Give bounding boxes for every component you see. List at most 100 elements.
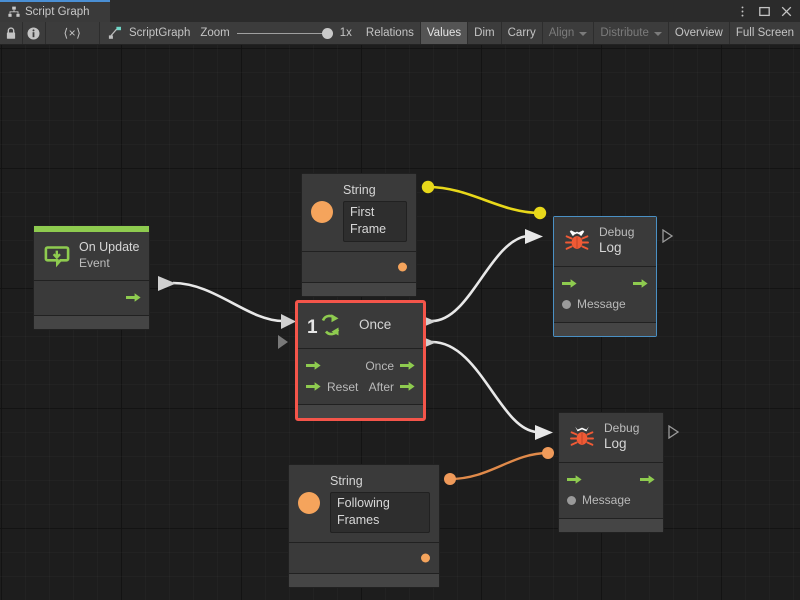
svg-text:1: 1 (307, 317, 318, 338)
graph-canvas[interactable]: On Update Event (0, 45, 800, 600)
port-row-flow[interactable] (554, 273, 656, 294)
port-row-flow[interactable] (559, 469, 663, 490)
node-on-update[interactable]: On Update Event (33, 225, 150, 330)
value-out-port[interactable] (398, 262, 407, 272)
edge-arrow-once-in (281, 314, 296, 329)
align-label: Align (548, 27, 575, 39)
window-tab-bar: Script Graph (0, 0, 800, 22)
node-debug-log-bottom[interactable]: Debug Log (558, 412, 664, 533)
node-title: On Update (79, 240, 140, 254)
port-row-enter-once[interactable]: Once (298, 355, 423, 376)
graph-name-field[interactable]: ScriptGraph (100, 22, 200, 44)
node-header: String First Frame (302, 174, 416, 252)
port-marker-debug-bottom-flow-out[interactable] (668, 425, 679, 439)
node-header: 1 Once (298, 303, 423, 349)
values-button[interactable]: Values (420, 22, 469, 44)
value-out-port[interactable] (421, 553, 430, 563)
once-loop-icon: 1 (307, 311, 351, 339)
node-header: On Update Event (34, 232, 149, 281)
port-row-trigger-out[interactable] (34, 287, 149, 308)
lock-icon (6, 26, 16, 39)
angle-brackets-icon: ⟨×⟩ (63, 26, 82, 40)
more-options-icon[interactable] (736, 5, 749, 18)
message-in-port[interactable] (567, 495, 576, 505)
align-dropdown[interactable]: Align (543, 22, 595, 44)
flow-out-arrow-icon[interactable] (400, 360, 415, 371)
carry-button[interactable]: Carry (502, 22, 543, 44)
info-icon (27, 27, 40, 39)
node-title-block: Debug Log (599, 225, 634, 257)
graph-hierarchy-icon (8, 6, 20, 17)
flow-out-arrow-icon[interactable] (633, 278, 648, 289)
node-once[interactable]: 1 Once (295, 300, 426, 421)
overview-button[interactable]: Overview (669, 22, 730, 44)
relations-button[interactable]: Relations (360, 22, 421, 44)
script-code-button[interactable]: ⟨×⟩ (46, 22, 100, 44)
node-footer (302, 282, 416, 296)
flow-in-arrow-icon[interactable] (306, 381, 321, 392)
zoom-control[interactable]: Zoom 1x (200, 22, 360, 44)
dim-button[interactable]: Dim (468, 22, 502, 44)
distribute-dropdown[interactable]: Distribute (594, 22, 669, 44)
node-title-block: Debug Log (604, 421, 639, 453)
node-ports (289, 542, 439, 574)
node-footer (34, 315, 149, 329)
window-controls (736, 0, 800, 22)
chevron-down-icon (653, 32, 662, 36)
message-in-port[interactable] (562, 299, 571, 309)
port-row-message[interactable]: Message (554, 294, 656, 315)
zoom-label: Zoom (200, 27, 230, 39)
port-row-reset-after[interactable]: Reset After (298, 376, 423, 397)
maximize-icon[interactable] (758, 5, 771, 18)
port-marker-debug-top-flow-out[interactable] (662, 229, 673, 243)
edge-dot-string-first-out (421, 180, 435, 194)
node-title: Debug (604, 421, 640, 435)
event-update-icon (43, 241, 71, 269)
zoom-slider-knob[interactable] (321, 27, 333, 39)
node-ports: Message (554, 266, 656, 323)
node-title-block: Once (359, 317, 391, 334)
graph-name-label: ScriptGraph (128, 27, 191, 39)
debug-bug-icon (563, 227, 591, 255)
node-footer (289, 573, 439, 587)
distribute-label: Distribute (600, 27, 649, 39)
full-screen-button[interactable]: Full Screen (735, 27, 795, 39)
port-row-message[interactable]: Message (559, 490, 663, 511)
node-title: Once (359, 316, 392, 332)
flow-in-arrow-icon[interactable] (306, 360, 321, 371)
script-graph-icon (108, 26, 121, 39)
node-accent-bar (34, 226, 149, 232)
node-subtitle: Event (79, 255, 110, 270)
node-footer (554, 322, 656, 336)
port-label-reset-in: Reset (327, 379, 359, 394)
string-value-input[interactable]: Following Frames (330, 491, 430, 533)
edge-after-to-debug-bottom (431, 340, 538, 434)
string-value-icon (311, 200, 333, 223)
value-type-label: String (343, 183, 376, 197)
zoom-slider[interactable] (236, 26, 333, 40)
port-marker-reset-in[interactable] (278, 335, 288, 349)
edge-arrow-on-update-out (158, 276, 176, 291)
flow-out-arrow-icon[interactable] (126, 292, 141, 303)
info-button[interactable] (23, 22, 46, 44)
tab-script-graph[interactable]: Script Graph (0, 0, 110, 22)
flow-in-arrow-icon[interactable] (567, 474, 582, 485)
node-ports (34, 280, 149, 316)
zoom-value: 1x (339, 27, 352, 39)
value-type-label: String (330, 474, 363, 488)
lock-button[interactable] (0, 22, 23, 44)
node-string-first-frame[interactable]: String First Frame (301, 173, 417, 297)
node-ports: Message (559, 462, 663, 519)
node-header: Debug Log (554, 217, 656, 267)
node-subtitle: Log (604, 436, 627, 451)
port-label-once-out: Once (365, 358, 394, 373)
flow-out-arrow-icon[interactable] (400, 381, 415, 392)
node-string-following-frames[interactable]: String Following Frames (288, 464, 440, 588)
edge-string-following-to-message (449, 451, 549, 481)
flow-in-arrow-icon[interactable] (562, 278, 577, 289)
close-icon[interactable] (780, 5, 793, 18)
node-debug-log-top[interactable]: Debug Log (553, 216, 657, 337)
port-label-message: Message (577, 297, 626, 312)
flow-out-arrow-icon[interactable] (640, 474, 655, 485)
string-value-input[interactable]: First Frame (343, 200, 407, 242)
